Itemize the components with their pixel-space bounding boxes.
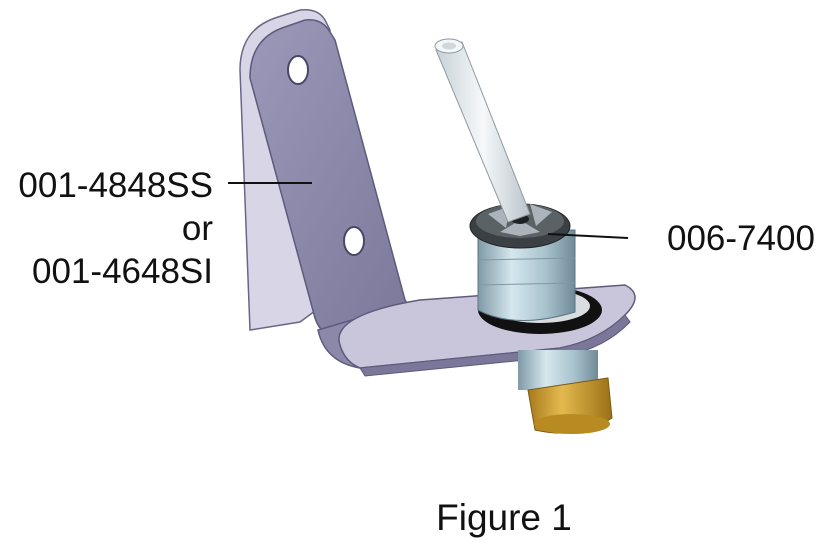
mounting-hole-lower	[343, 226, 365, 256]
lower-fitting	[518, 350, 613, 434]
sensor-body	[469, 203, 576, 322]
component-part-number: 006-7400	[667, 219, 815, 258]
mounting-hole-upper	[287, 55, 309, 85]
leader-line-component	[547, 233, 629, 239]
tube	[434, 38, 531, 223]
bracket-part-number-2: 001-4648SI	[32, 252, 213, 291]
bracket-part-number-1: 001-4848SS	[18, 166, 213, 205]
bracket-vertical-plate	[239, 8, 422, 338]
bracket-part-or: or	[181, 209, 213, 248]
figure-caption: Figure 1	[436, 497, 572, 538]
